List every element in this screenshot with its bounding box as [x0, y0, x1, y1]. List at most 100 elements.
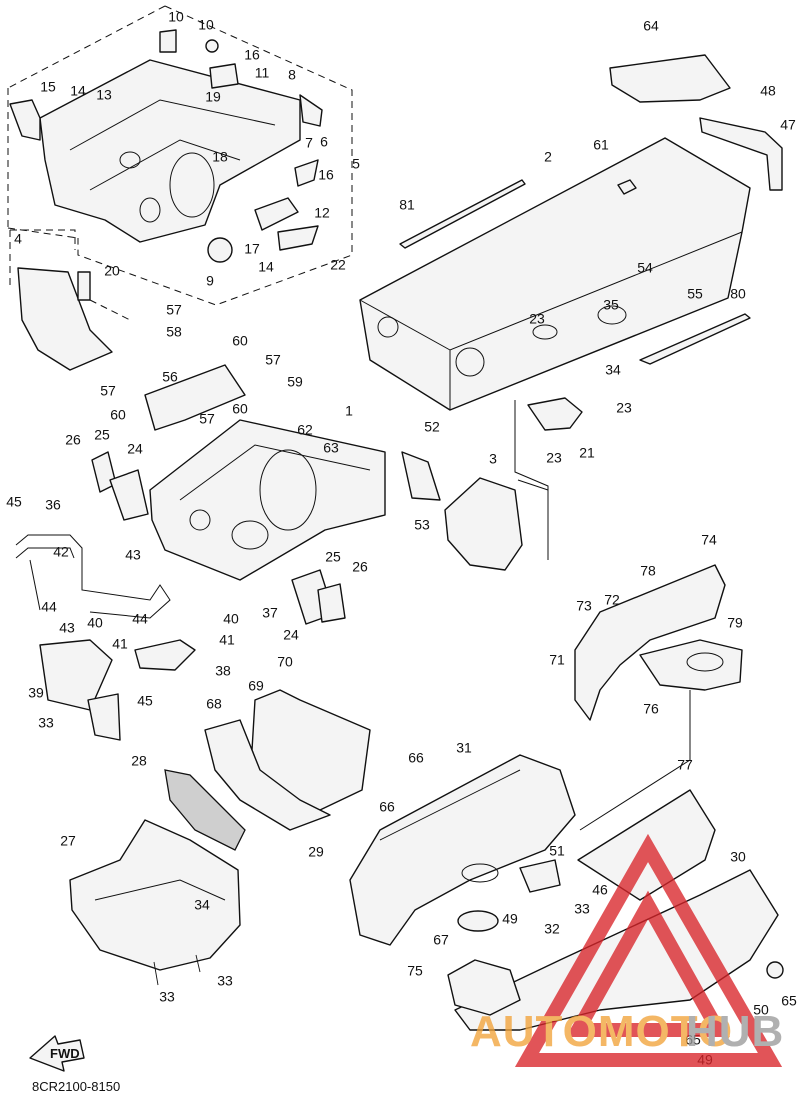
panel-part-27 — [69, 819, 241, 986]
callout-65: 65 — [781, 993, 797, 1009]
bracket-4 — [9, 229, 131, 371]
callout-75: 75 — [407, 963, 423, 979]
callout-44: 44 — [41, 599, 57, 615]
callout-62: 62 — [297, 422, 313, 438]
watermark-triangle-logo — [514, 833, 783, 1067]
fwd-arrow: FWD — [29, 1035, 85, 1072]
rear-panels-71-79 — [574, 564, 743, 831]
callout-41: 41 — [112, 636, 128, 652]
callout-79: 79 — [727, 615, 743, 631]
callout-26: 26 — [65, 432, 81, 448]
callout-80: 80 — [730, 286, 746, 302]
callout-81: 81 — [399, 197, 415, 213]
callout-54: 54 — [637, 260, 653, 276]
callout-71: 71 — [549, 652, 565, 668]
callout-73: 73 — [576, 598, 592, 614]
callout-60: 60 — [110, 407, 126, 423]
callout-13: 13 — [96, 87, 112, 103]
automotohub-watermark: AUTOMOTO HUB — [470, 833, 784, 1067]
callout-49: 49 — [502, 911, 518, 927]
callout-8: 8 — [288, 67, 296, 83]
callout-27: 27 — [60, 833, 76, 849]
callout-60: 60 — [232, 333, 248, 349]
callout-9: 9 — [206, 273, 214, 289]
fwd-label: FWD — [50, 1046, 80, 1061]
callout-22: 22 — [330, 257, 346, 273]
front-frame-part-1 — [91, 364, 386, 625]
callout-36: 36 — [45, 497, 61, 513]
callout-18: 18 — [212, 149, 228, 165]
callout-40: 40 — [223, 611, 239, 627]
callout-38: 38 — [215, 663, 231, 679]
callout-69: 69 — [248, 678, 264, 694]
callout-72: 72 — [604, 592, 620, 608]
callout-23: 23 — [529, 311, 545, 327]
callout-42: 42 — [53, 544, 69, 560]
tunnel-part-2 — [359, 54, 783, 411]
callout-26: 26 — [352, 559, 368, 575]
callout-33: 33 — [217, 973, 233, 989]
callout-52: 52 — [424, 419, 440, 435]
callout-1: 1 — [345, 403, 353, 419]
callout-35: 35 — [603, 297, 619, 313]
callout-10: 10 — [198, 17, 214, 33]
callout-23: 23 — [616, 400, 632, 416]
bracket-21 — [514, 397, 583, 560]
callout-24: 24 — [127, 441, 143, 457]
callout-16: 16 — [244, 47, 260, 63]
callout-64: 64 — [643, 18, 659, 34]
bumper-part-36 — [15, 534, 196, 741]
callout-19: 19 — [205, 89, 221, 105]
callout-10: 10 — [168, 9, 184, 25]
callout-40: 40 — [87, 615, 103, 631]
callout-46: 46 — [592, 882, 608, 898]
callout-44: 44 — [132, 611, 148, 627]
callout-48: 48 — [760, 83, 776, 99]
callout-20: 20 — [104, 263, 120, 279]
callout-63: 63 — [323, 440, 339, 456]
callout-45: 45 — [137, 693, 153, 709]
callout-57: 57 — [265, 352, 281, 368]
callout-33: 33 — [159, 989, 175, 1005]
callout-11: 11 — [255, 65, 270, 81]
watermark-brand-part2: HUB — [686, 1007, 784, 1056]
callout-66: 66 — [379, 799, 395, 815]
callout-24: 24 — [283, 627, 299, 643]
callout-76: 76 — [643, 701, 659, 717]
callout-15: 15 — [40, 79, 56, 95]
callout-4: 4 — [14, 231, 22, 247]
watermark-brand-part1: AUTOMOTO — [470, 1007, 733, 1056]
catalog-code: 8CR2100-8150 — [32, 1079, 120, 1094]
callout-39: 39 — [28, 685, 44, 701]
callout-12: 12 — [314, 205, 330, 221]
callout-68: 68 — [206, 696, 222, 712]
callout-2: 2 — [544, 149, 552, 165]
callout-41: 41 — [219, 632, 235, 648]
callout-70: 70 — [277, 654, 293, 670]
callout-31: 31 — [456, 740, 472, 756]
callout-45: 45 — [6, 494, 22, 510]
callout-14: 14 — [258, 259, 274, 275]
callout-66: 66 — [408, 750, 424, 766]
callout-34: 34 — [194, 897, 210, 913]
callout-32: 32 — [544, 921, 560, 937]
callout-43: 43 — [125, 547, 141, 563]
callout-57: 57 — [199, 411, 215, 427]
callout-51: 51 — [549, 843, 565, 859]
callout-30: 30 — [730, 849, 746, 865]
callout-58: 58 — [166, 324, 182, 340]
rear-frame-assembly — [7, 5, 353, 306]
callout-14: 14 — [70, 83, 86, 99]
callout-21: 21 — [579, 445, 595, 461]
callout-28: 28 — [131, 753, 147, 769]
callout-78: 78 — [640, 563, 656, 579]
callout-6: 6 — [320, 134, 328, 150]
callout-50: 50 — [753, 1002, 769, 1018]
callout-7: 7 — [305, 135, 313, 151]
callout-77: 77 — [677, 757, 693, 773]
callout-17: 17 — [244, 241, 260, 257]
callout-67: 67 — [433, 932, 449, 948]
callout-5: 5 — [352, 156, 360, 172]
